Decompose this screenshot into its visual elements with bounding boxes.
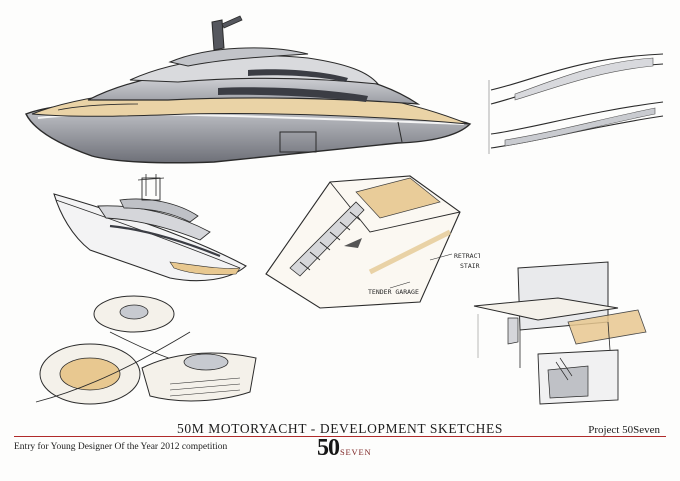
logo-word: SEVEN — [340, 447, 372, 457]
annotation-retractable: RETRACTABLE — [454, 252, 480, 260]
fifty-seven-logo: 50 SEVEN — [317, 436, 371, 460]
tender-garage-section-sketch — [473, 261, 647, 405]
yacht-three-quarter-sketch — [53, 174, 247, 282]
logo-number: 50 — [317, 435, 340, 461]
retractable-stairs-sketch: RETRACTABLE STAIRS TENDER GARAGE — [265, 175, 480, 309]
deck-edge-detail-sketch — [488, 53, 664, 154]
project-name: Project 50Seven — [588, 424, 660, 436]
yacht-perspective-sketch-main — [25, 15, 472, 164]
title-divider-line — [14, 436, 666, 437]
competition-entry-text: Entry for Young Designer Of the Year 201… — [14, 442, 228, 452]
annotation-tender-garage: TENDER GARAGE — [368, 288, 419, 296]
sheet-title: 50M MOTORYACHT - DEVELOPMENT SKETCHES — [177, 421, 503, 436]
annotation-stairs: STAIRS — [460, 262, 480, 270]
aft-deck-layout-sketch — [35, 295, 257, 405]
